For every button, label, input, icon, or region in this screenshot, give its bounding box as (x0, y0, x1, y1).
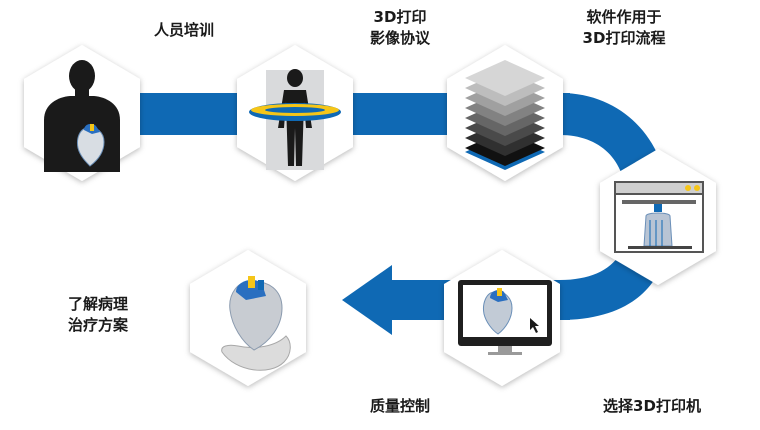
label-step3-line1: 软件作用于 (586, 8, 662, 26)
label-step5: 质量控制 (370, 396, 430, 417)
heart-icon (77, 123, 105, 167)
label-step4: 选择3D打印机 (603, 396, 701, 417)
label-step6: 了解病理 治疗方案 (68, 294, 128, 336)
cursor-icon (530, 318, 539, 333)
flow-arrowhead (342, 265, 392, 335)
label-step2-line1: 3D打印 (373, 8, 427, 26)
label-step6-line2: 治疗方案 (68, 316, 129, 334)
label-step2: 3D打印 影像协议 (370, 7, 430, 49)
label-step4-line1: 选择3D打印机 (603, 397, 701, 415)
printer-3d-icon (614, 181, 704, 253)
label-step3: 软件作用于 3D打印流程 (583, 7, 666, 49)
label-step2-line2: 影像协议 (369, 29, 431, 47)
person-silhouette-icon (44, 60, 120, 172)
label-step1: 人员培训 (154, 20, 214, 41)
label-step6-line1: 了解病理 (68, 295, 129, 313)
heart-in-hand-icon (221, 276, 291, 371)
label-step1-line1: 人员培训 (153, 21, 215, 39)
label-step5-line1: 质量控制 (369, 397, 431, 415)
label-step3-line2: 3D打印流程 (582, 29, 666, 47)
monitor-icon (458, 280, 552, 355)
body-scanner-icon (249, 69, 341, 170)
layers-stack-icon (465, 60, 545, 170)
flow-band (70, 93, 668, 335)
